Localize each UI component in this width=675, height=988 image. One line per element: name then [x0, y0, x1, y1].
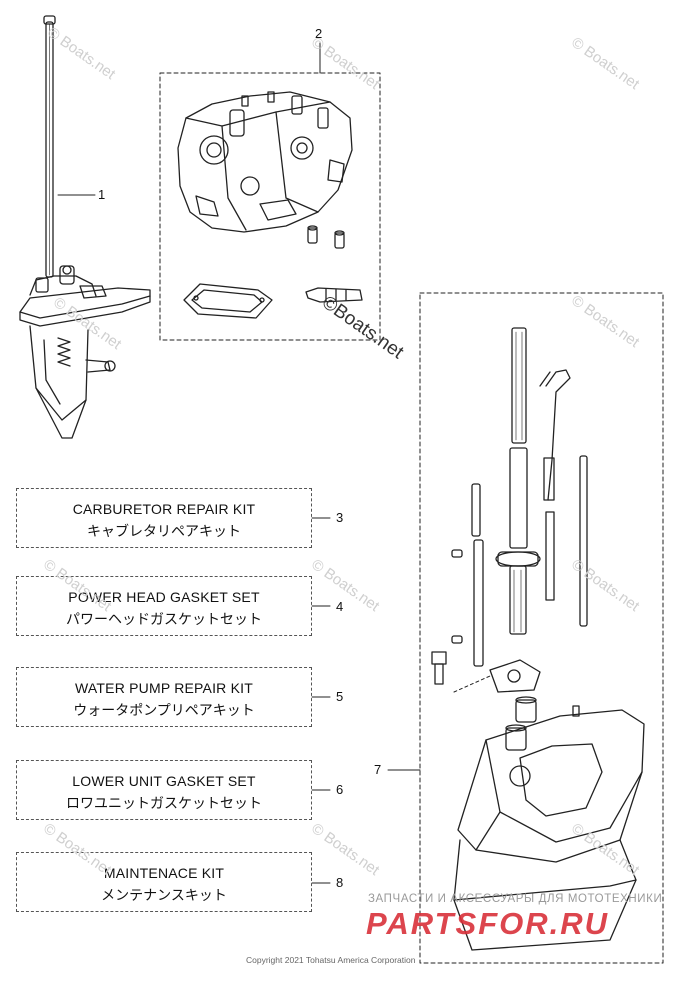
kit-box-lower-unit-gasket: LOWER UNIT GASKET SET ロワユニットガスケットセット — [16, 760, 312, 820]
kit-name-en: MAINTENACE KIT — [103, 865, 225, 881]
power-head-drawing — [177, 91, 363, 319]
kit-box-power-head-gasket: POWER HEAD GASKET SET パワーヘッドガスケットセット — [16, 576, 312, 636]
kit-name-en: WATER PUMP REPAIR KIT — [75, 680, 253, 696]
kit-box-maintenance: MAINTENACE KIT メンテナンスキット — [16, 852, 312, 912]
kit-box-water-pump: WATER PUMP REPAIR KIT ウォータポンプリペアキット — [16, 667, 312, 727]
callout-6: 6 — [336, 782, 344, 797]
callout-5: 5 — [336, 689, 344, 704]
partner-tagline: ЗАПЧАСТИ И АКСЕССУАРЫ ДЛЯ МОТОТЕХНИКИ — [368, 893, 663, 905]
callout-8: 8 — [336, 875, 344, 890]
kit-name-jp: ロワユニットガスケットセット — [66, 795, 262, 811]
partner-logo: PARTSFOR.RU — [366, 906, 610, 941]
lower-unit-drawing — [431, 327, 645, 951]
callout-2: 2 — [315, 26, 323, 41]
kit-name-en: POWER HEAD GASKET SET — [68, 589, 260, 605]
callout-3: 3 — [336, 510, 344, 525]
kit-name-en: CARBURETOR REPAIR KIT — [72, 501, 256, 517]
copyright-text: Copyright 2021 Tohatsu America Corporati… — [246, 955, 416, 965]
callout-7: 7 — [374, 762, 382, 777]
callout-1: 1 — [98, 187, 106, 202]
kit-name-jp: パワーヘッドガスケットセット — [66, 611, 262, 627]
kit-name-jp: メンテナンスキット — [101, 887, 227, 903]
kit-box-carburetor: CARBURETOR REPAIR KIT キャブレタリペアキット — [16, 488, 312, 548]
kit-name-jp: キャブレタリペアキット — [87, 523, 241, 539]
kit-name-jp: ウォータポンプリペアキット — [73, 702, 255, 718]
callout-4: 4 — [336, 599, 344, 614]
drive-shaft-assembly-drawing — [19, 15, 151, 439]
kit-name-en: LOWER UNIT GASKET SET — [72, 773, 256, 789]
